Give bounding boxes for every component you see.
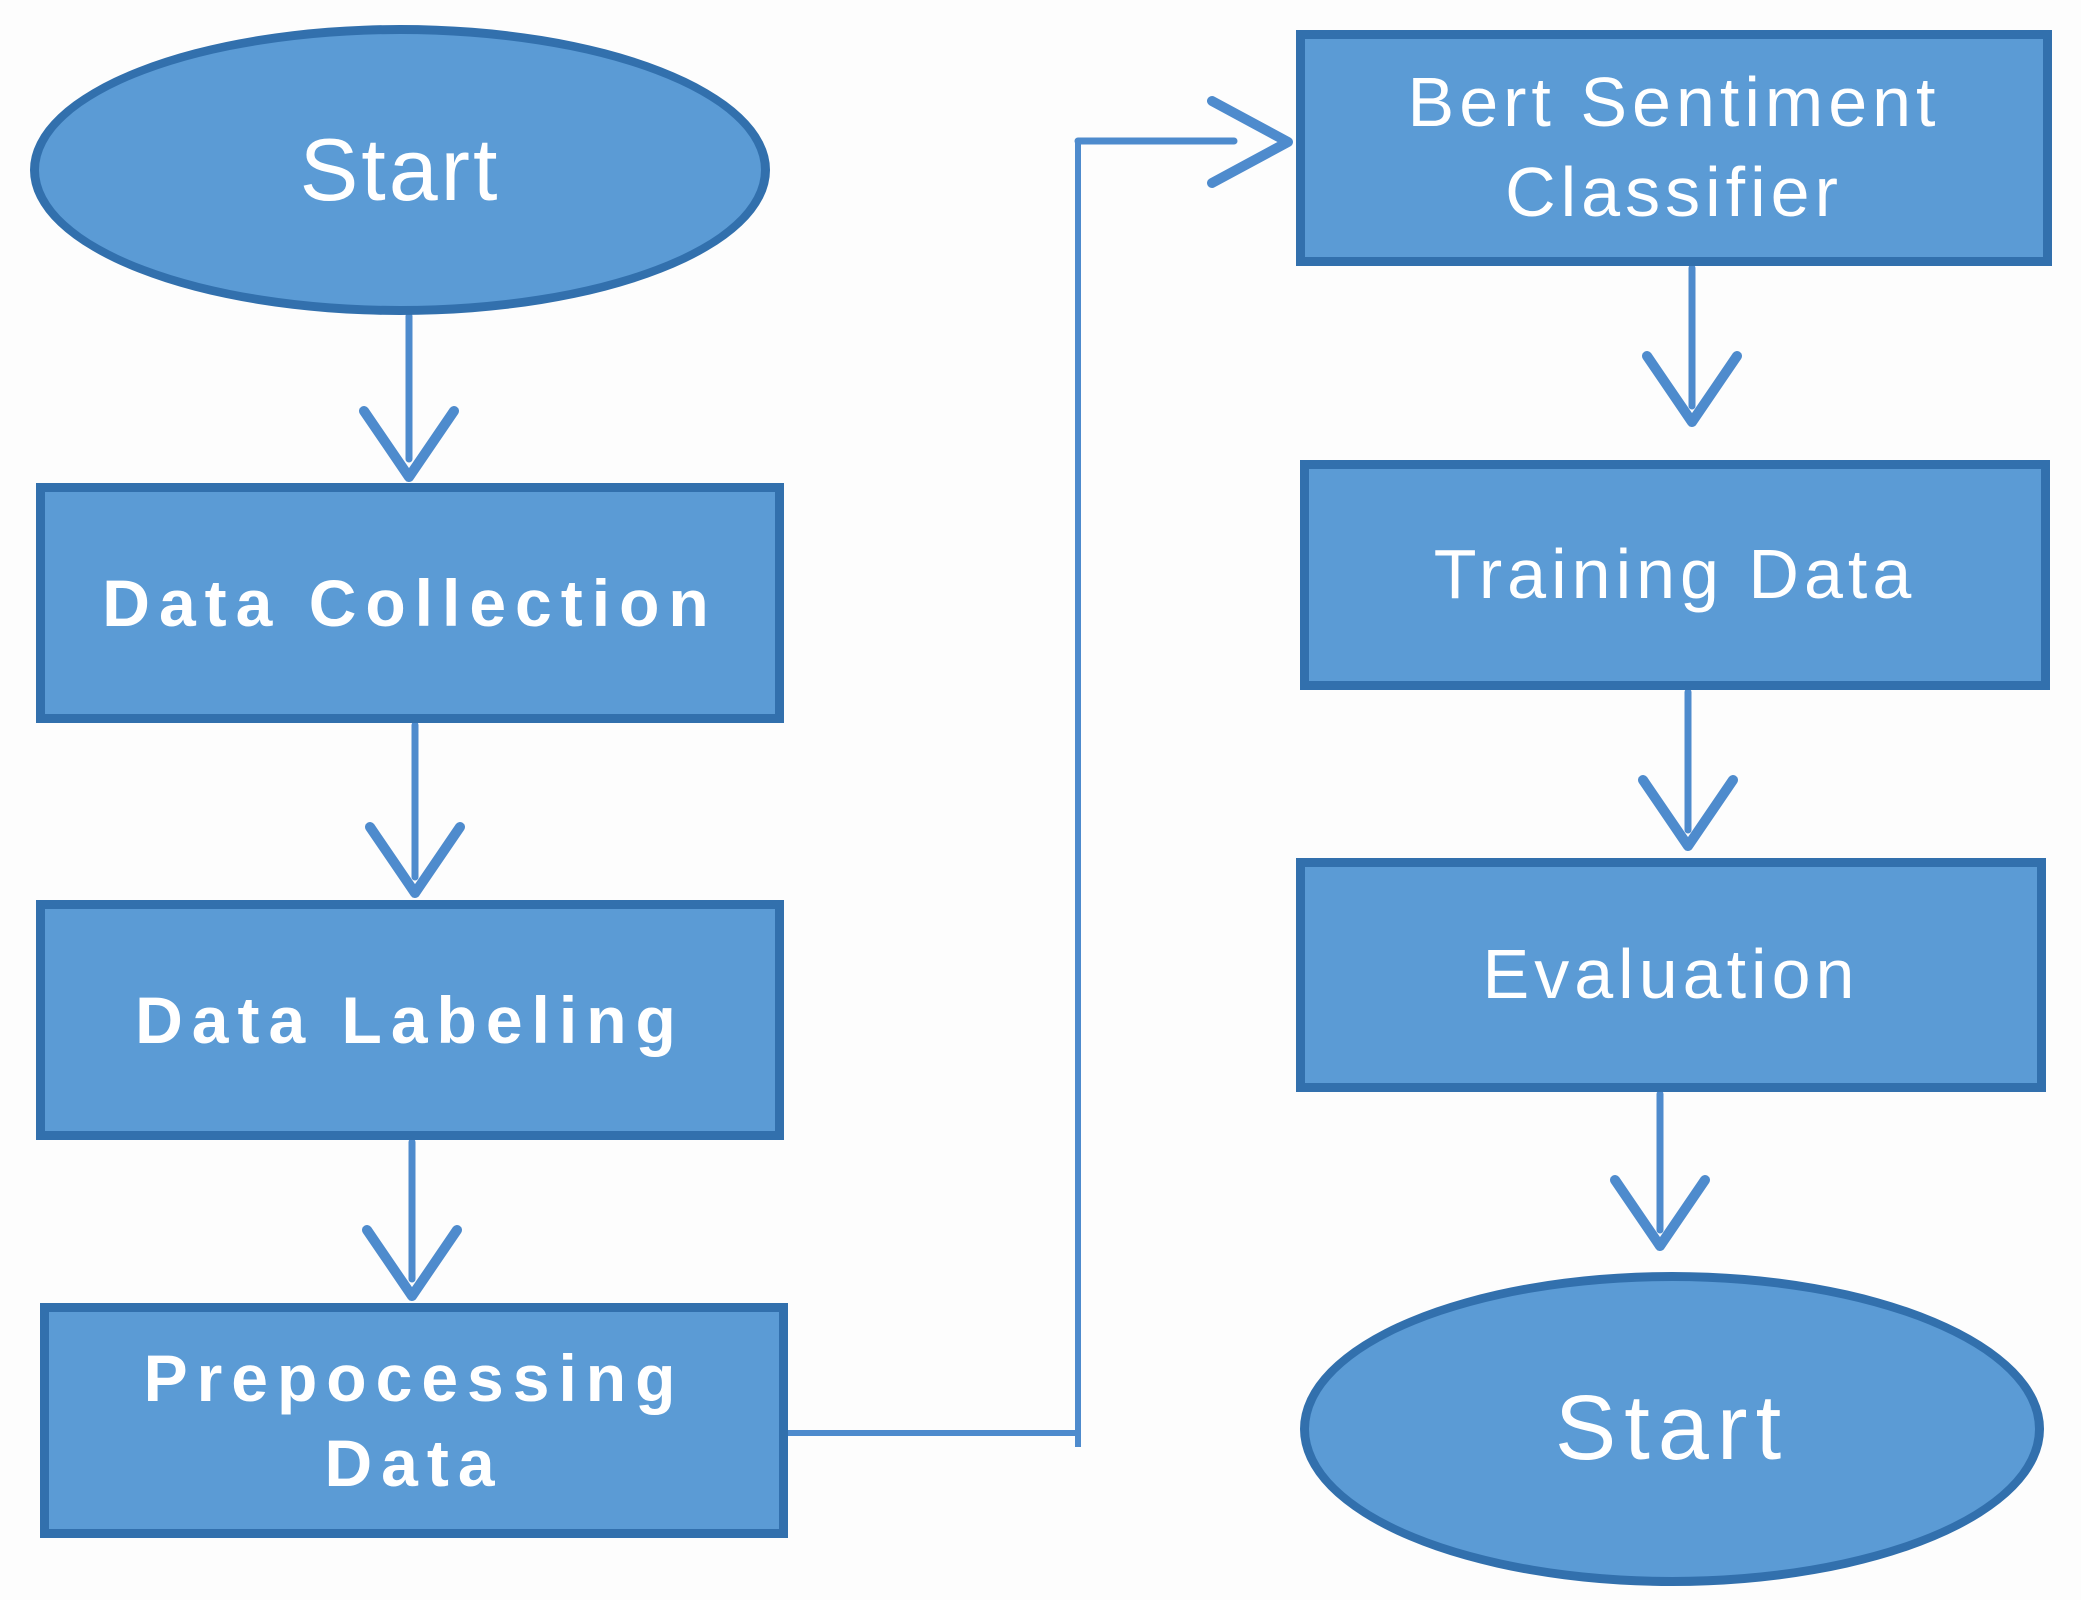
edge-data-collection-to-data-labeling [365,721,465,898]
node-start-top: Start [30,25,770,315]
edge-preprocessing-to-bert-elbow [788,96,1293,1447]
edge-data-labeling-to-preprocessing [362,1138,462,1301]
node-preprocessing-data: Prepocessing Data [40,1303,788,1538]
node-training-data: Training Data [1300,460,2050,690]
node-evaluation: Evaluation [1296,858,2046,1092]
node-data-collection: Data Collection [36,483,784,723]
node-start-bottom: Start [1300,1272,2044,1586]
node-bert-sentiment-classifier-label: Bert Sentiment Classifier [1407,63,1941,231]
node-data-collection-label: Data Collection [102,565,718,640]
edge-start-to-data-collection [359,312,459,482]
node-training-data-label: Training Data [1433,535,1917,614]
node-preprocessing-data-label: Prepocessing Data [143,1341,685,1500]
node-data-labeling-label: Data Labeling [135,982,685,1057]
edge-evaluation-to-end [1610,1090,1710,1251]
node-start-top-label: Start [299,119,501,219]
edge-training-to-evaluation [1638,688,1738,851]
node-evaluation-label: Evaluation [1482,935,1860,1014]
node-bert-sentiment-classifier: Bert Sentiment Classifier [1296,30,2052,266]
edge-bert-to-training [1642,264,1742,427]
node-data-labeling: Data Labeling [36,900,784,1140]
node-start-bottom-label: Start [1554,1377,1790,1480]
